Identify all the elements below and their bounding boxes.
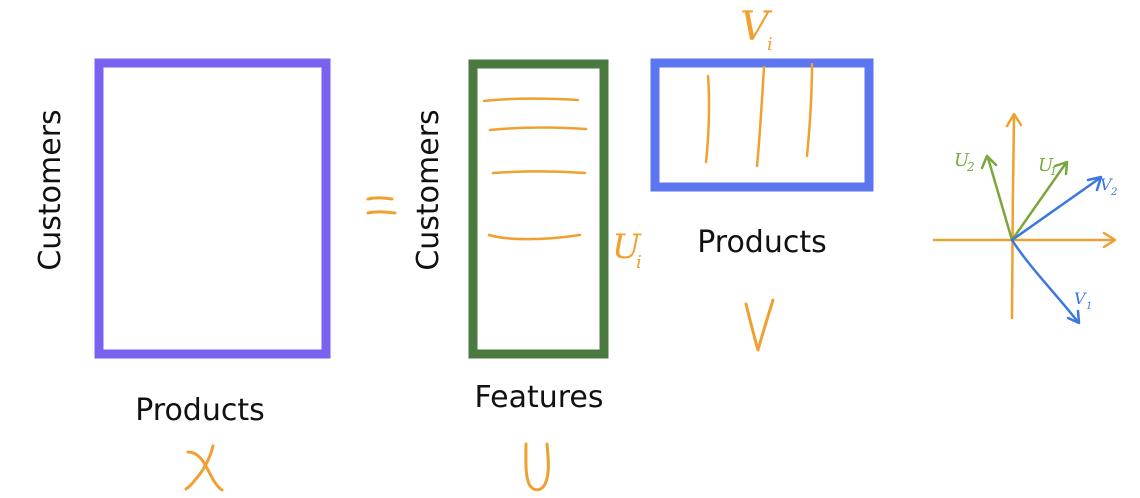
- matrix-x-box: [94, 58, 331, 359]
- vector-v1: V 1: [1010, 238, 1092, 325]
- vector-u2: U 2: [954, 150, 1014, 242]
- vector-v2-letter: V: [1100, 175, 1113, 194]
- u-row-vector-index: i: [636, 252, 642, 273]
- v-col-vector-label: V i: [740, 4, 773, 55]
- vector-v2: V 2: [1010, 175, 1117, 242]
- y-axis: [1010, 114, 1016, 320]
- u-row-stroke: [491, 170, 587, 175]
- vector-u1-letter: U: [1038, 155, 1054, 176]
- u-row-stroke: [487, 233, 582, 241]
- v-col-stroke: [755, 65, 766, 168]
- matrix-x-row-label: Customers: [33, 109, 68, 270]
- matrix-u-box: [468, 59, 609, 359]
- v-col-vector-index: i: [767, 34, 773, 55]
- vector-u2-letter: U: [954, 150, 970, 171]
- matrix-v-col-label: Products: [697, 225, 827, 260]
- matrix-u-col-label: Features: [475, 380, 604, 415]
- vector-u2-index: 2: [966, 160, 975, 174]
- u-row-stroke: [482, 97, 580, 103]
- u-row-vector-label: U i: [612, 227, 642, 273]
- matrix-v-symbol: [744, 298, 775, 352]
- v-col-stroke: [704, 74, 711, 164]
- vector-v1-letter: V: [1074, 289, 1087, 308]
- v-col-stroke: [805, 62, 814, 158]
- y-axis-arrowhead: [1005, 112, 1023, 128]
- matrix-u: Customers Features U i: [411, 59, 642, 492]
- v-col-vector-letter: V: [740, 4, 773, 50]
- vector-plot: U 2 U 1 V 2 V 1: [932, 112, 1117, 325]
- matrix-x-col-label: Products: [135, 393, 265, 428]
- matrix-u-row-label: Customers: [411, 109, 446, 270]
- vector-u1-index: 1: [1050, 165, 1057, 178]
- vector-v2-index: 2: [1110, 187, 1117, 198]
- matrix-u-row-strokes: [482, 97, 588, 241]
- matrix-v: Products V i: [650, 4, 874, 352]
- vector-u1: U 1: [1010, 155, 1069, 242]
- matrix-x: Customers Products: [33, 58, 331, 492]
- x-axis-arrowhead: [1102, 231, 1117, 249]
- u-row-vector-letter: U: [612, 227, 642, 267]
- u-row-stroke: [488, 126, 588, 132]
- vector-plot-axes: [932, 112, 1117, 320]
- matrix-u-symbol: [524, 442, 550, 492]
- matrix-v-box: [650, 58, 874, 192]
- matrix-x-symbol: [184, 444, 224, 492]
- matrix-v-col-strokes: [704, 62, 814, 168]
- equals-sign: [366, 196, 397, 215]
- vector-v1-index: 1: [1086, 301, 1092, 312]
